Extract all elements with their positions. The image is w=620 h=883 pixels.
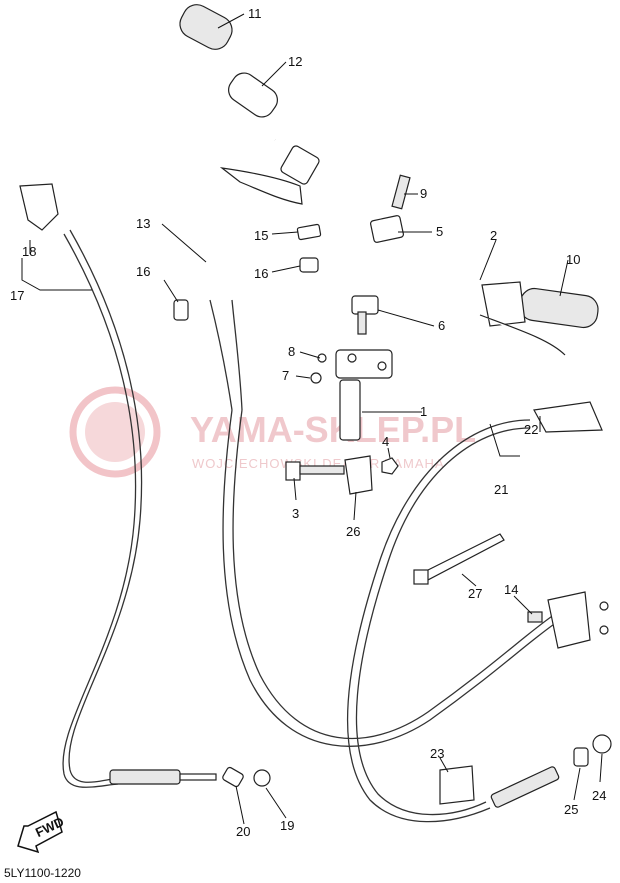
- clutch-lever: [219, 145, 320, 205]
- callout-5: 5: [436, 224, 443, 239]
- callout-16a: 16: [136, 264, 150, 279]
- watermark-logo-ring: [69, 386, 161, 478]
- fwd-arrow: FWD: [17, 810, 66, 854]
- callout-3: 3: [292, 506, 299, 521]
- callout-13: 13: [136, 216, 150, 231]
- callout-11: 11: [248, 6, 262, 21]
- holder-5: [369, 174, 411, 243]
- callout-27: 27: [468, 586, 482, 601]
- callouts: 11 12 9 5 2 10 6 8 7 1 3 4 26 13 16 15 1…: [10, 6, 606, 839]
- callout-12: 12: [288, 54, 302, 69]
- callout-25: 25: [564, 802, 578, 817]
- callout-8: 8: [288, 344, 295, 359]
- throttle-housing: [310, 295, 393, 495]
- holder-14: [527, 591, 609, 649]
- watermark-subtitle: WOJCIECHOWSKI DEALER YAMAHA: [192, 456, 445, 471]
- cables: [62, 229, 561, 823]
- callout-1: 1: [420, 404, 427, 419]
- callout-4: 4: [382, 434, 389, 449]
- screws: [173, 223, 322, 321]
- callout-7: 7: [282, 368, 289, 383]
- callout-26: 26: [346, 524, 360, 539]
- watermark: YAMA-SKLEP.PL WOJCIECHOWSKI DEALER YAMAH…: [69, 386, 476, 478]
- adjuster-22: [533, 401, 603, 433]
- callout-14: 14: [504, 582, 518, 597]
- band-27: [413, 533, 505, 585]
- nut-4: [381, 457, 399, 475]
- callout-6: 6: [438, 318, 445, 333]
- callout-23: 23: [430, 746, 444, 761]
- callout-2: 2: [490, 228, 497, 243]
- callout-9: 9: [420, 186, 427, 201]
- callout-20: 20: [236, 824, 250, 839]
- callout-19: 19: [280, 818, 294, 833]
- callout-24: 24: [592, 788, 606, 803]
- diagram-code: 5LY1100-1220: [4, 866, 81, 880]
- cable-ends: [109, 734, 612, 808]
- callout-18: 18: [22, 244, 36, 259]
- adjuster-18: [19, 183, 59, 231]
- callout-17: 17: [10, 288, 24, 303]
- callout-21: 21: [494, 482, 508, 497]
- grip-left-11: [179, 4, 233, 50]
- callout-15: 15: [254, 228, 268, 243]
- grip-sleeve-12: [228, 72, 278, 118]
- grip-right-10: [479, 281, 599, 356]
- leader-lines: [21, 13, 603, 825]
- bolt-3: [285, 461, 345, 481]
- watermark-title: YAMA-SKLEP.PL: [190, 409, 476, 450]
- callout-22: 22: [524, 422, 538, 437]
- callout-10: 10: [566, 252, 580, 267]
- callout-16b: 16: [254, 266, 268, 281]
